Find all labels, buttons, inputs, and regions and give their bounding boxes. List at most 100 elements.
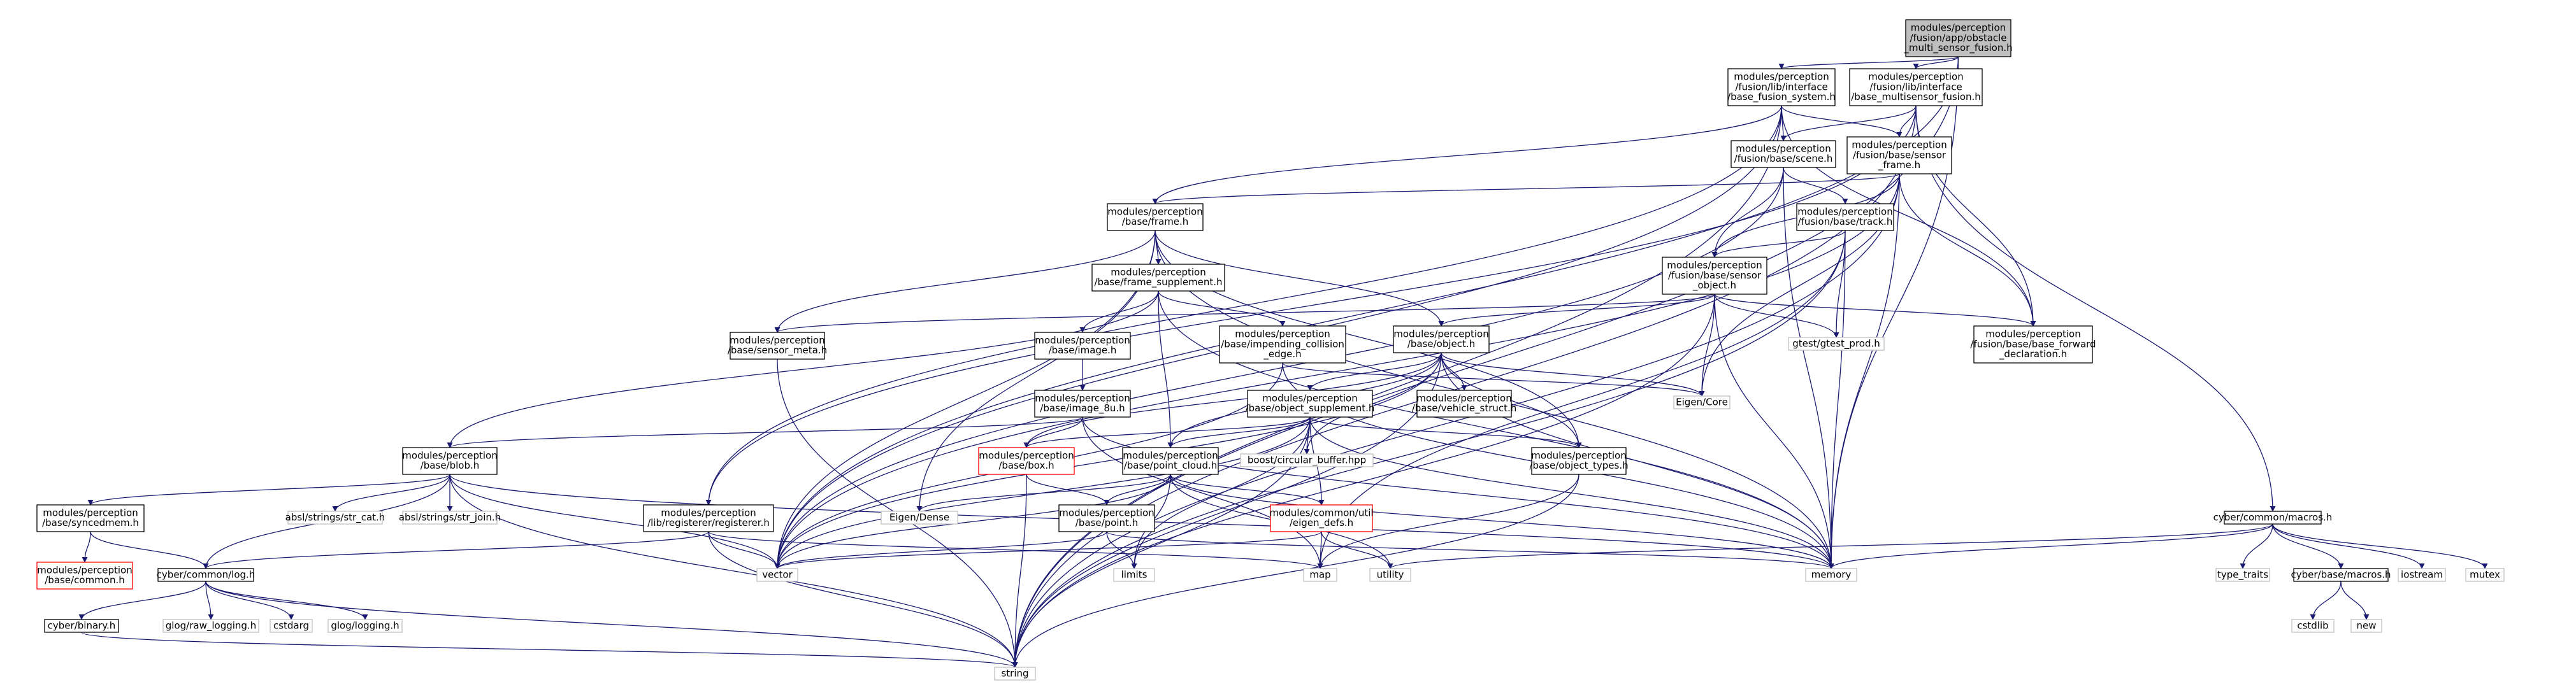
node-modules-perception-base-frame-h[interactable]: modules/perception/base/frame.h [1107, 203, 1204, 231]
node-boost-circular-buffer-hpp[interactable]: boost/circular_buffer.hpp [1240, 453, 1374, 467]
node-modules-perception-fusion-base-sensor-object-h[interactable]: modules/perception/fusion/base/sensor_ob… [1662, 257, 1767, 295]
node-modules-perception-base-blob-h[interactable]: modules/perception/base/blob.h [402, 447, 498, 475]
node-absl-strings-str-join-h[interactable]: absl/strings/str_join.h [399, 511, 501, 525]
include-edge [1913, 56, 1959, 69]
node-box [1369, 568, 1411, 582]
edge-box-to-point [1026, 474, 1110, 506]
edge-scene-to-memory [1783, 167, 1834, 569]
edge-image8u-to-map [1082, 416, 1323, 569]
node-label-line: modules/perception [730, 335, 824, 346]
include-edge [82, 531, 91, 563]
edge-root-to-bfs [1778, 56, 1959, 69]
node-modules-perception-base-box-h[interactable]: modules/perception/base/box.h [978, 447, 1075, 475]
node-vector[interactable]: vector [756, 568, 798, 582]
include-edge [916, 474, 1171, 512]
node-eigen-dense[interactable]: Eigen/Dense [881, 511, 958, 525]
node-cstdarg[interactable]: cstdarg [270, 619, 313, 633]
node-label-line: cstdarg [273, 620, 309, 631]
node-modules-perception-fusion-base-base-forward-declaration-h[interactable]: modules/perception/fusion/base/base_forw… [1970, 325, 2096, 364]
include-edge [1714, 294, 1834, 569]
node-box [1303, 568, 1337, 582]
include-edge [1155, 230, 1444, 327]
node-eigen-core[interactable]: Eigen/Core [1673, 395, 1731, 409]
node-modules-perception-base-image-h[interactable]: modules/perception/base/image.h [1034, 332, 1131, 360]
node-label-line: /base/point_cloud.h [1124, 460, 1218, 472]
edge-osup-to-memory [1309, 416, 1834, 569]
node-glog-logging-h[interactable]: glog/logging.h [327, 619, 403, 633]
node-label-line: modules/perception [979, 450, 1074, 462]
node-memory[interactable]: memory [1805, 568, 1857, 582]
node-modules-perception-base-object-supplement-h[interactable]: modules/perception/base/object_supplemen… [1246, 390, 1375, 418]
edge-impcol-to-eigcore [1282, 362, 1705, 397]
node-modules-perception-lib-registerer-registerer-h[interactable]: modules/perception/lib/registerer/regist… [643, 504, 774, 532]
node-label-line: modules/common/util [1269, 507, 1373, 519]
node-label-line: limits [1121, 569, 1148, 580]
node-glog-raw-logging-h[interactable]: glog/raw_logging.h [162, 619, 259, 633]
node-modules-perception-base-common-h[interactable]: modules/perception/base/common.h [36, 562, 133, 590]
edge-scene-to-track [1783, 167, 1848, 204]
node-box [1673, 395, 1731, 409]
node-label-line: modules/perception [1797, 206, 1892, 218]
node-modules-perception-base-syncedmem-h[interactable]: modules/perception/base/syncedmem.h [36, 504, 145, 532]
node-gtest-gtest-prod-h[interactable]: gtest/gtest_prod.h [1788, 337, 1885, 351]
edge-sobj-to-smeta [774, 294, 1715, 333]
node-box [1058, 504, 1155, 532]
node-type-traits[interactable]: type_traits [2215, 568, 2270, 582]
node-label-line: cyber/base/macros.h [2291, 569, 2391, 580]
node-box [1531, 447, 1627, 475]
node-modules-perception-base-object-types-h[interactable]: modules/perception/base/object_types.h [1529, 447, 1629, 475]
edge-sframe-to-bfd [1899, 173, 2036, 327]
node-cyber-common-log-h[interactable]: cyber/common/log.h [157, 568, 255, 582]
node-modules-perception-base-image-8u-h[interactable]: modules/perception/base/image_8u.h [1034, 390, 1131, 418]
node-modules-perception-fusion-base-scene-h[interactable]: modules/perception/fusion/base/scene.h [1731, 140, 1836, 168]
edge-blob-to-string [449, 474, 1018, 668]
node-box [756, 568, 798, 582]
node-label-line: cstdlib [2297, 620, 2328, 631]
node-label-line: modules/perception [1059, 507, 1154, 519]
node-modules-perception-base-vehicle-struct-h[interactable]: modules/perception/base/vehicle_struct.h [1412, 390, 1517, 418]
include-edge [1699, 294, 1715, 397]
node-absl-strings-str-cat-h[interactable]: absl/strings/str_cat.h [285, 511, 385, 525]
node-modules-perception-base-frame-supplement-h[interactable]: modules/perception/base/frame_supplement… [1091, 264, 1225, 292]
edge-pcloud-to-point [1104, 474, 1171, 506]
node-label-line: modules/perception [1911, 22, 2006, 34]
edge-macros-to-typetraits [2240, 523, 2273, 569]
node-modules-perception-base-object-h[interactable]: modules/perception/base/object.h [1393, 325, 1490, 353]
node-box [2398, 568, 2446, 582]
node-modules-perception-fusion-base-sensor-frame-h[interactable]: modules/perception/fusion/base/sensor_fr… [1846, 136, 1952, 174]
node-label-line: glog/raw_logging.h [166, 620, 256, 632]
node-utility[interactable]: utility [1369, 568, 1411, 582]
node-label-line: modules/perception [1262, 393, 1357, 404]
node-label-line: /fusion/base/track.h [1798, 216, 1893, 227]
node-modules-perception-base-sensor-meta-h[interactable]: modules/perception/base/sensor_meta.h [728, 332, 827, 360]
node-box [1219, 325, 1346, 364]
include-edge [1711, 167, 1784, 258]
include-edge [774, 352, 1442, 569]
node-label-line: memory [1811, 569, 1852, 580]
node-modules-perception-base-point-cloud-h[interactable]: modules/perception/base/point_cloud.h [1122, 447, 1219, 475]
node-modules-perception-fusion-lib-interface-base-multisensor-fusion-h[interactable]: modules/perception/fusion/lib/interface/… [1849, 68, 1983, 106]
node-label-line: map [1309, 569, 1330, 580]
node-modules-perception-base-impending-collision-edge-h[interactable]: modules/perception/base/impending_collis… [1219, 325, 1346, 364]
node-cyber-base-macros-h[interactable]: cyber/base/macros.h [2291, 568, 2391, 582]
node-modules-perception-fusion-lib-interface-base-fusion-system-h[interactable]: modules/perception/fusion/lib/interface/… [1727, 68, 1836, 106]
node-mutex[interactable]: mutex [2465, 568, 2505, 582]
node-map[interactable]: map [1303, 568, 1337, 582]
edge-registerer-to-vector [708, 531, 781, 569]
node-cyber-common-macros-h[interactable]: cyber/common/macros.h [2213, 511, 2333, 525]
node-string[interactable]: string [994, 667, 1036, 681]
node-limits[interactable]: limits [1113, 568, 1155, 582]
node-modules-perception-fusion-app-obstacle-multi-sensor-fusion-h[interactable]: modules/perception/fusion/app/obstacle_m… [1903, 19, 2013, 57]
node-iostream[interactable]: iostream [2398, 568, 2446, 582]
node-cstdlib[interactable]: cstdlib [2291, 619, 2335, 633]
node-new[interactable]: new [2350, 619, 2382, 633]
edge-pcloud-to-eigdense [916, 474, 1171, 512]
node-modules-perception-fusion-base-track-h[interactable]: modules/perception/fusion/base/track.h [1796, 203, 1894, 231]
include-edge [1309, 416, 1834, 569]
node-modules-common-util-eigen-defs-h[interactable]: modules/common/util/eigen_defs.h [1269, 504, 1374, 532]
include-edge [774, 531, 1107, 569]
node-modules-perception-base-point-h[interactable]: modules/perception/base/point.h [1058, 504, 1155, 532]
node-box [1393, 325, 1490, 353]
node-cyber-binary-h[interactable]: cyber/binary.h [44, 619, 119, 633]
edge-log-to-glog [205, 581, 368, 620]
